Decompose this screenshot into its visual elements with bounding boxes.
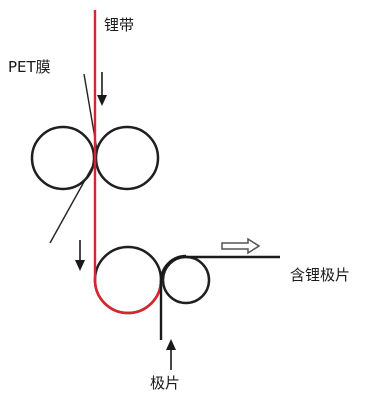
electrode-sheet-over-roller [159,254,187,281]
lithium-strip-wrap [93,279,163,315]
label-pet-film: PET膜 [8,58,51,76]
electrode-feed-arrow [166,339,176,370]
pet-film-line-lower [49,161,96,244]
upper-right-roller [94,125,160,191]
lithium-feed-arrow [97,72,107,106]
label-lithium-strip: 锂带 [104,16,134,34]
lithium-descent-arrow [75,240,85,271]
label-lithiated-electrode: 含锂极片 [290,266,350,284]
label-electrode: 极片 [150,374,180,392]
lower-right-roller [161,255,211,305]
output-direction-arrow [221,237,261,255]
